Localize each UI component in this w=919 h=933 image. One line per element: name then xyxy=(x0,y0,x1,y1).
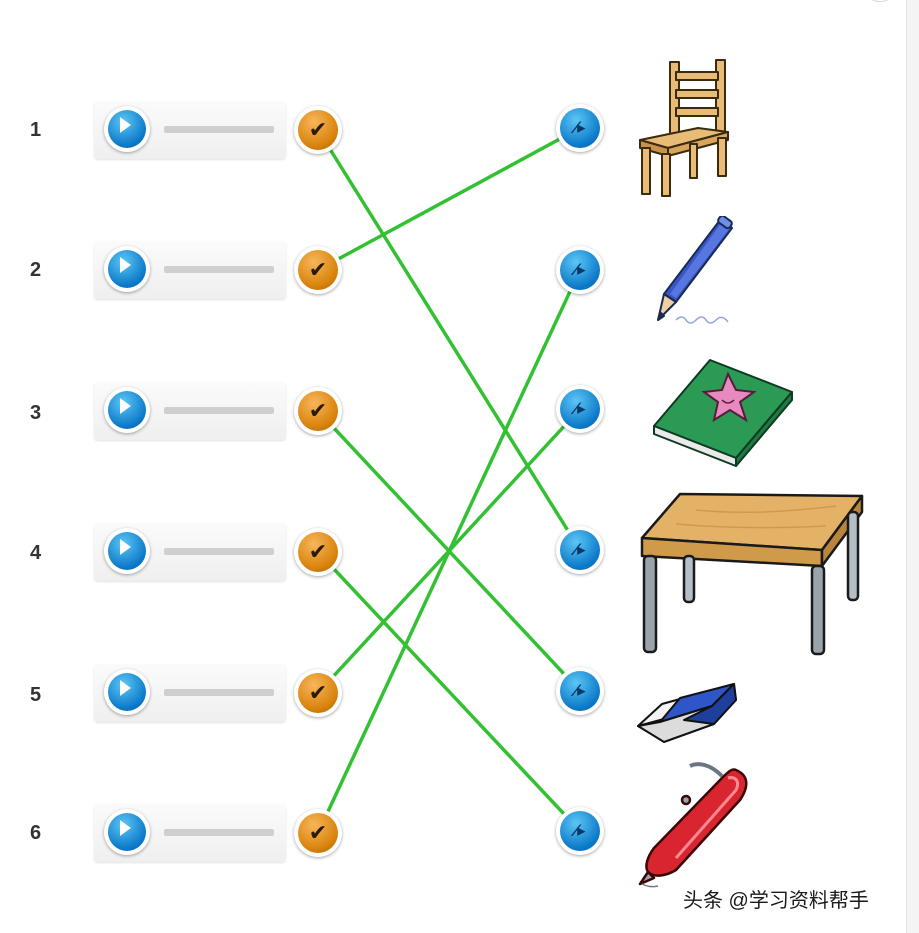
connection-line xyxy=(316,407,582,695)
play-icon xyxy=(120,257,131,273)
play-button[interactable] xyxy=(104,528,150,574)
play-icon xyxy=(120,398,131,414)
connection-line xyxy=(316,126,582,272)
left-match-dot[interactable]: ✔ xyxy=(294,528,342,576)
right-match-dot[interactable]: ⁄▸ xyxy=(556,526,604,574)
row-number: 3 xyxy=(30,402,42,424)
drag-icon: ⁄▸ xyxy=(574,540,586,559)
play-icon xyxy=(120,117,131,133)
left-match-dot[interactable]: ✔ xyxy=(294,387,342,435)
left-match-dot[interactable]: ✔ xyxy=(294,809,342,857)
audio-player xyxy=(94,241,286,299)
row-number: 4 xyxy=(30,542,42,564)
row-number: 1 xyxy=(30,119,42,141)
audio-player xyxy=(94,804,286,862)
audio-player xyxy=(94,523,286,581)
audio-player xyxy=(94,101,286,159)
audio-progress[interactable] xyxy=(164,548,274,555)
audio-player xyxy=(94,382,286,440)
right-match-dot[interactable]: ⁄▸ xyxy=(556,667,604,715)
row-number: 5 xyxy=(30,684,42,706)
check-icon: ✔ xyxy=(308,820,328,845)
left-match-dot[interactable]: ✔ xyxy=(294,246,342,294)
check-icon: ✔ xyxy=(308,539,328,564)
connection-line xyxy=(316,128,582,552)
connection-line xyxy=(316,550,582,833)
check-icon: ✔ xyxy=(308,398,328,423)
right-match-dot[interactable]: ⁄▸ xyxy=(556,385,604,433)
play-button[interactable] xyxy=(104,669,150,715)
check-icon: ✔ xyxy=(308,257,328,282)
row-number: 6 xyxy=(30,822,42,844)
watermark: 头条 @学习资料帮手 xyxy=(683,890,869,912)
audio-progress[interactable] xyxy=(164,689,274,696)
play-button[interactable] xyxy=(104,809,150,855)
desk-picture xyxy=(640,492,864,656)
eraser-picture xyxy=(637,683,737,743)
play-button[interactable] xyxy=(104,387,150,433)
play-icon xyxy=(120,539,131,555)
pencil-picture xyxy=(657,216,733,324)
left-match-dot[interactable]: ✔ xyxy=(294,106,342,154)
drag-icon: ⁄▸ xyxy=(574,681,586,700)
check-icon: ✔ xyxy=(308,117,328,142)
connection-line xyxy=(316,409,582,693)
play-button[interactable] xyxy=(104,106,150,152)
play-icon xyxy=(120,680,131,696)
audio-progress[interactable] xyxy=(164,126,274,133)
drag-icon: ⁄▸ xyxy=(574,399,586,418)
audio-progress[interactable] xyxy=(164,407,274,414)
row-number: 2 xyxy=(30,259,42,281)
left-match-dot[interactable]: ✔ xyxy=(294,669,342,717)
scroll-indicator xyxy=(866,0,894,2)
audio-progress[interactable] xyxy=(164,829,274,836)
book-picture xyxy=(653,359,793,467)
right-match-dot[interactable]: ⁄▸ xyxy=(556,246,604,294)
right-match-dot[interactable]: ⁄▸ xyxy=(556,807,604,855)
chair-picture xyxy=(639,59,729,197)
check-icon: ✔ xyxy=(308,680,328,705)
drag-icon: ⁄▸ xyxy=(574,118,586,137)
play-icon xyxy=(120,820,131,836)
right-match-dot[interactable]: ⁄▸ xyxy=(556,104,604,152)
connection-line xyxy=(316,268,582,835)
audio-player xyxy=(94,664,286,722)
play-button[interactable] xyxy=(104,246,150,292)
drag-icon: ⁄▸ xyxy=(574,821,586,840)
pen-picture xyxy=(638,762,748,888)
scrollbar-track[interactable] xyxy=(906,0,919,933)
drag-icon: ⁄▸ xyxy=(574,260,586,279)
audio-progress[interactable] xyxy=(164,266,274,273)
